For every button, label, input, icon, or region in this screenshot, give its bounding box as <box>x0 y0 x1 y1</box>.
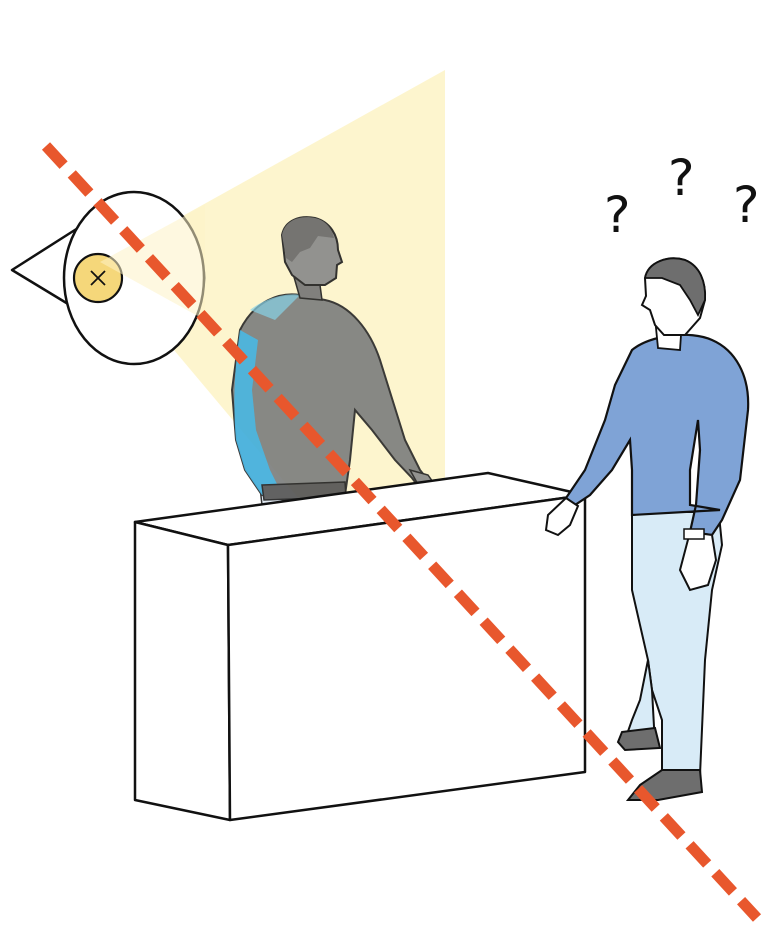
box-front <box>135 522 230 820</box>
question-mark-middle: ? <box>668 149 695 207</box>
watch <box>684 529 704 539</box>
question-mark-right: ? <box>733 176 760 234</box>
box <box>135 473 585 820</box>
confused-person-sweater <box>566 335 748 535</box>
back-shoe <box>618 728 660 750</box>
question-mark-left: ? <box>604 186 631 244</box>
